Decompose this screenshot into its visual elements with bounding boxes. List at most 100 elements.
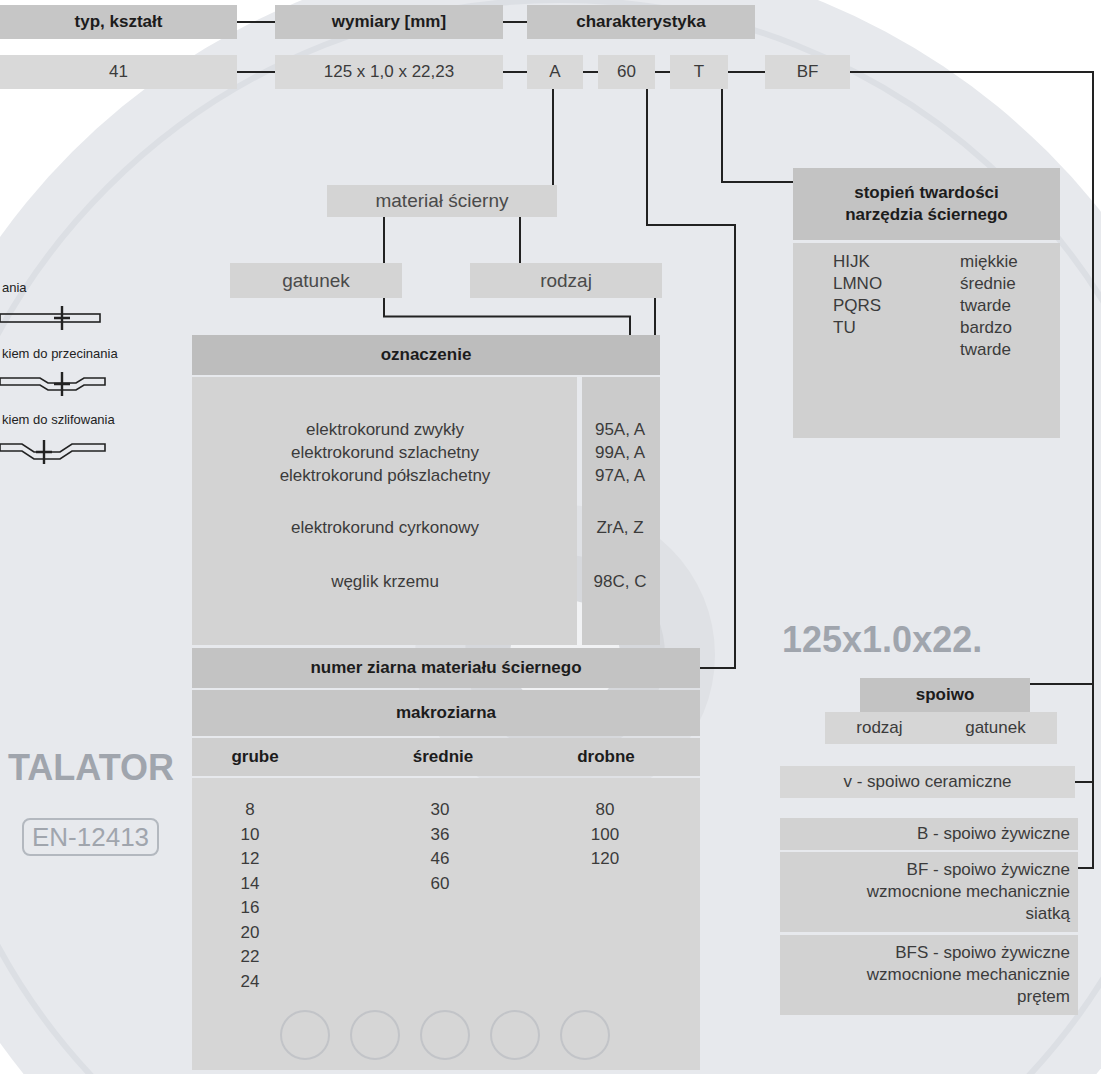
box-text: charakterystyka bbox=[576, 11, 705, 33]
grain-number: 36 bbox=[410, 825, 470, 845]
box-text: rodzaj bbox=[540, 270, 592, 292]
box-text: materiał ścierny bbox=[375, 190, 508, 212]
box-text: spoiwo bbox=[916, 684, 975, 706]
table-cell: ZrA, Z bbox=[582, 518, 658, 538]
column-header: średnie bbox=[373, 747, 513, 767]
table-header-band bbox=[192, 690, 700, 736]
grain-number: 16 bbox=[220, 898, 280, 918]
value-box: T bbox=[670, 55, 728, 89]
side-note: ania bbox=[2, 280, 27, 296]
box-text: wymiary [mm] bbox=[332, 11, 446, 33]
connector-line bbox=[519, 217, 521, 263]
grain-number: 12 bbox=[220, 849, 280, 869]
disc-profile-symbol bbox=[0, 440, 105, 464]
connector-line bbox=[237, 21, 275, 23]
grain-number: 100 bbox=[575, 825, 635, 845]
table-cell: elektrokorund cyrkonowy bbox=[205, 518, 565, 538]
category-box: gatunek bbox=[230, 263, 402, 298]
disc-profile-symbol bbox=[0, 306, 100, 330]
column-header: grube bbox=[185, 747, 325, 767]
grain-number: 24 bbox=[220, 972, 280, 992]
safety-icons bbox=[281, 1011, 609, 1059]
box-text: numer ziarna materiału ściernego bbox=[310, 657, 581, 679]
connector-line bbox=[728, 71, 765, 73]
table-column bbox=[582, 377, 660, 645]
connector-line bbox=[503, 71, 527, 73]
table-cell: 95A, A bbox=[582, 420, 658, 440]
grain-number: 8 bbox=[220, 800, 280, 820]
box-text: 41 bbox=[109, 61, 128, 83]
connector-line bbox=[655, 71, 670, 73]
grain-number: 20 bbox=[220, 923, 280, 943]
designation-table: oznaczenie bbox=[192, 335, 660, 645]
table-cell: elektrokorund półszlachetny bbox=[205, 466, 565, 486]
connector-line bbox=[383, 217, 385, 263]
box-text: gatunek bbox=[965, 717, 1026, 739]
bond-box: BFS - spoiwo żywiczne wzmocnione mechani… bbox=[780, 935, 1078, 1015]
header-box: wymiary [mm] bbox=[275, 5, 503, 39]
bond-subheader: rodzaj gatunek bbox=[825, 712, 1057, 744]
box-text: rodzaj bbox=[856, 717, 902, 739]
value-box: BF bbox=[765, 55, 850, 89]
box-text: typ, kształt bbox=[75, 11, 163, 33]
value-box: 60 bbox=[598, 55, 655, 89]
category-box: materiał ścierny bbox=[327, 185, 557, 217]
watermark-text: 125x1.0x22. bbox=[782, 620, 982, 660]
box-text: BF bbox=[797, 61, 819, 83]
grain-number: 14 bbox=[220, 874, 280, 894]
box-text: BFS - spoiwo żywiczne wzmocnione mechani… bbox=[845, 942, 1070, 1008]
connector-line bbox=[654, 298, 656, 335]
table-cell: 99A, A bbox=[582, 443, 658, 463]
table-cell: 98C, C bbox=[582, 572, 658, 592]
hardness-table: HIJK LMNO PQRS TUmiękkie średnie twarde … bbox=[793, 243, 1060, 438]
value-box: 41 bbox=[0, 55, 237, 89]
watermark-text: EN-12413 bbox=[22, 818, 159, 856]
box-text: stopień twardości narzędzia ściernego bbox=[827, 182, 1027, 226]
table-cell: węglik krzemu bbox=[205, 572, 565, 592]
grain-number: 30 bbox=[410, 800, 470, 820]
bond-box: B - spoiwo żywiczne bbox=[780, 818, 1078, 850]
header-box: typ, kształt bbox=[0, 5, 237, 39]
connector-line bbox=[722, 89, 793, 182]
connector-line bbox=[384, 298, 630, 335]
box-text: BF - spoiwo żywiczne wzmocnione mechanic… bbox=[845, 859, 1070, 925]
section-band: spoiwo bbox=[860, 678, 1030, 712]
box-text: HIJK LMNO PQRS TU bbox=[833, 251, 893, 339]
disc-profile-symbol bbox=[0, 372, 105, 396]
section-band: numer ziarna materiału ściernego bbox=[192, 648, 700, 688]
table-column bbox=[192, 377, 577, 645]
side-note: kiem do szlifowania bbox=[2, 412, 115, 428]
value-box: A bbox=[527, 55, 583, 89]
table-body bbox=[192, 778, 700, 1070]
grain-number: 10 bbox=[220, 825, 280, 845]
category-box: rodzaj bbox=[470, 263, 662, 298]
connector-line bbox=[237, 71, 275, 73]
box-text: gatunek bbox=[282, 270, 350, 292]
bond-box: BF - spoiwo żywiczne wzmocnione mechanic… bbox=[780, 852, 1078, 932]
side-note: kiem do przecinania bbox=[2, 346, 118, 362]
grain-number: 46 bbox=[410, 849, 470, 869]
box-text: T bbox=[694, 61, 704, 83]
box-text: v - spoiwo ceramiczne bbox=[843, 771, 1011, 793]
grain-number: 80 bbox=[575, 800, 635, 820]
section-band: stopień twardości narzędzia ściernego bbox=[793, 168, 1060, 240]
bond-box: v - spoiwo ceramiczne bbox=[780, 766, 1075, 798]
column-header: drobne bbox=[536, 747, 676, 767]
grain-number: 60 bbox=[410, 874, 470, 894]
box-text: B - spoiwo żywiczne bbox=[845, 823, 1070, 845]
connector-line bbox=[503, 21, 527, 23]
connector-line bbox=[583, 71, 598, 73]
box-text: A bbox=[549, 61, 560, 83]
box-text: 60 bbox=[617, 61, 636, 83]
grain-number: 120 bbox=[575, 849, 635, 869]
header-box: charakterystyka bbox=[527, 5, 755, 39]
box-text: makroziarna bbox=[396, 702, 496, 724]
value-box: 125 x 1,0 x 22,23 bbox=[275, 55, 503, 89]
table-cell: elektrokorund zwykły bbox=[205, 420, 565, 440]
table-cell: 97A, A bbox=[582, 466, 658, 486]
grain-number: 22 bbox=[220, 947, 280, 967]
table-cell: elektrokorund szlachetny bbox=[205, 443, 565, 463]
